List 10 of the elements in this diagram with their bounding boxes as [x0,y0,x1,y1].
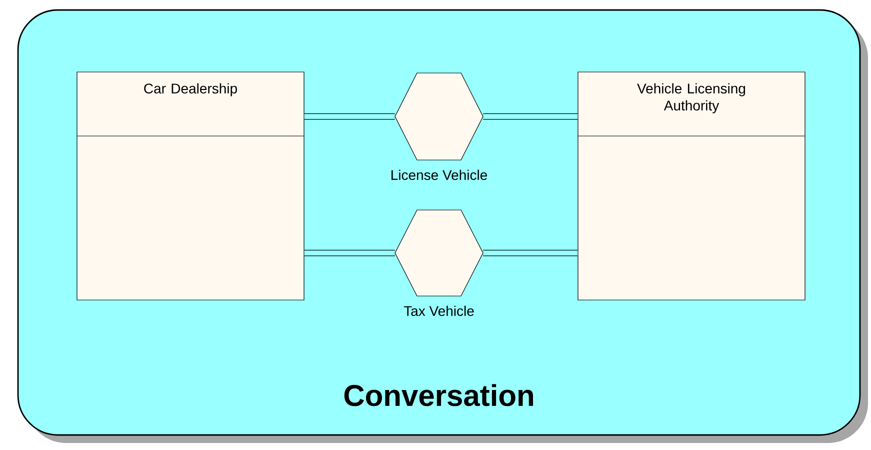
hexagon: License Vehicle [392,72,487,180]
class-box: Vehicle Licensing Authority [578,72,806,300]
double-line [483,113,578,120]
node-label: License Vehicle [392,170,488,180]
class-box: Car Dealership [76,72,304,300]
double-line [304,113,395,120]
hexagon: Tax Vehicle [394,210,484,316]
node-label: Tax Vehicle [404,306,474,316]
double-line [483,250,578,256]
double-line [304,250,395,256]
